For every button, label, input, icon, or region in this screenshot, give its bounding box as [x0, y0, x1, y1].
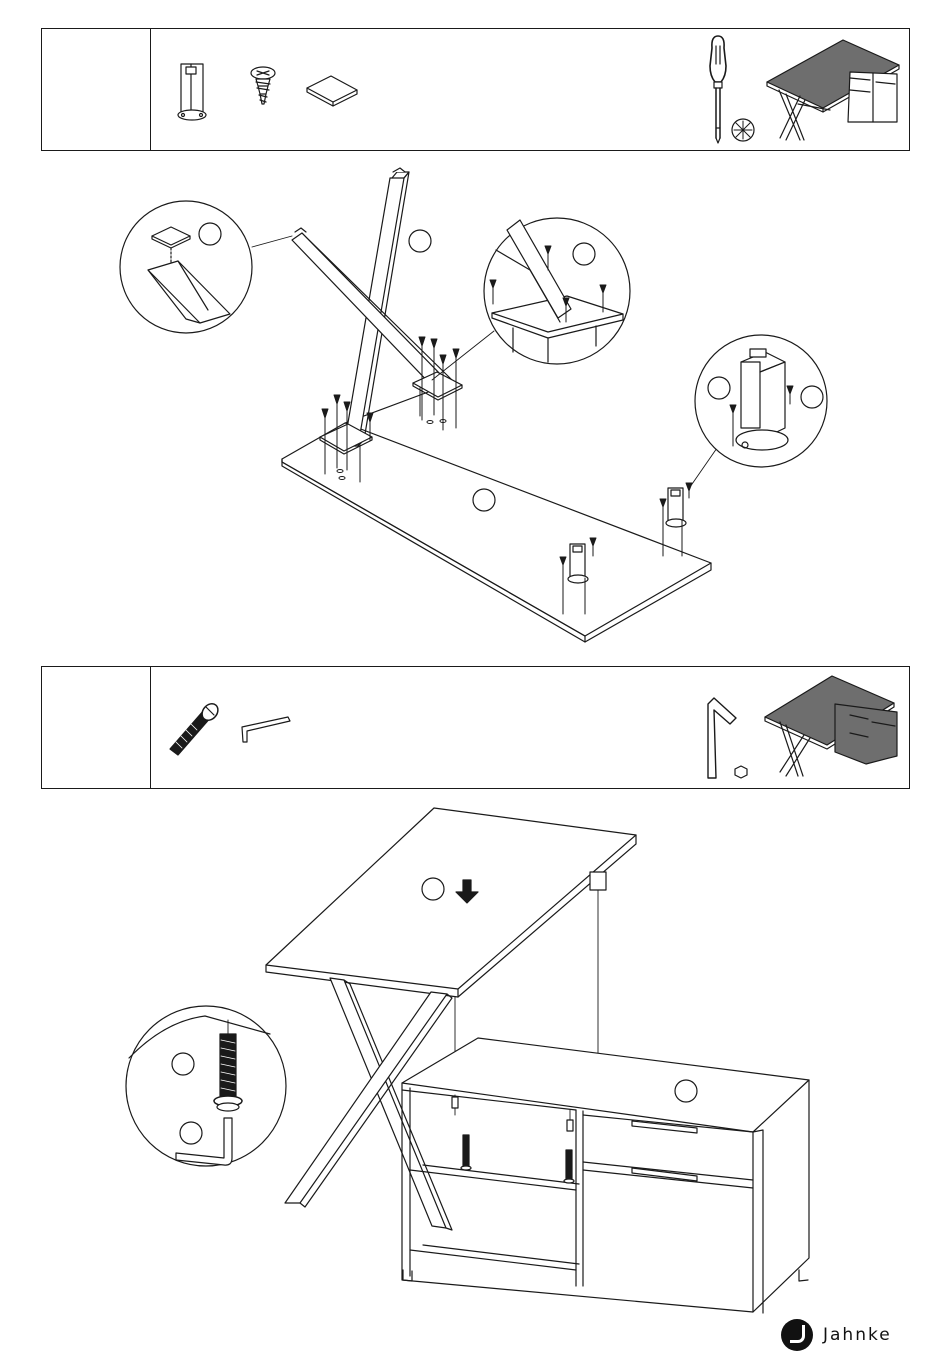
phillips-bit-symbol-icon: [732, 119, 754, 141]
x-legs-assembled: [285, 978, 452, 1230]
callout-bracket: [695, 335, 827, 467]
part-ref-circle-leg: [409, 230, 431, 252]
connector-bolt-icon: [170, 701, 221, 755]
desktop-panel-upside-down: [282, 382, 711, 642]
leader-line-pad: [252, 236, 292, 247]
brand-wordmark: Jahnke: [823, 1325, 892, 1345]
brand-mark-icon: [781, 1319, 813, 1351]
desk-preview-2-icon: [765, 676, 897, 776]
felt-pad-icon: [307, 76, 357, 106]
x-leg-long: [344, 168, 409, 446]
leg-bracket-icon: [178, 64, 206, 120]
hex-symbol-icon: [735, 766, 747, 778]
phillips-screwdriver-icon: [710, 36, 726, 143]
side-cabinet: [402, 1038, 809, 1313]
leader-line-bracket: [690, 448, 717, 487]
callout-plate-screws: [484, 218, 630, 364]
allen-key-large-icon: [708, 698, 736, 778]
desktop-panel-upright: [266, 808, 636, 1081]
allen-key-small-icon: [242, 717, 290, 742]
brand-logo: Jahnke: [781, 1318, 892, 1352]
desk-preview-1-icon: [767, 40, 899, 140]
pan-head-screw-icon: [251, 67, 275, 104]
callout-bolt-allen: [126, 1006, 286, 1166]
callout-felt-pad: [120, 201, 252, 333]
